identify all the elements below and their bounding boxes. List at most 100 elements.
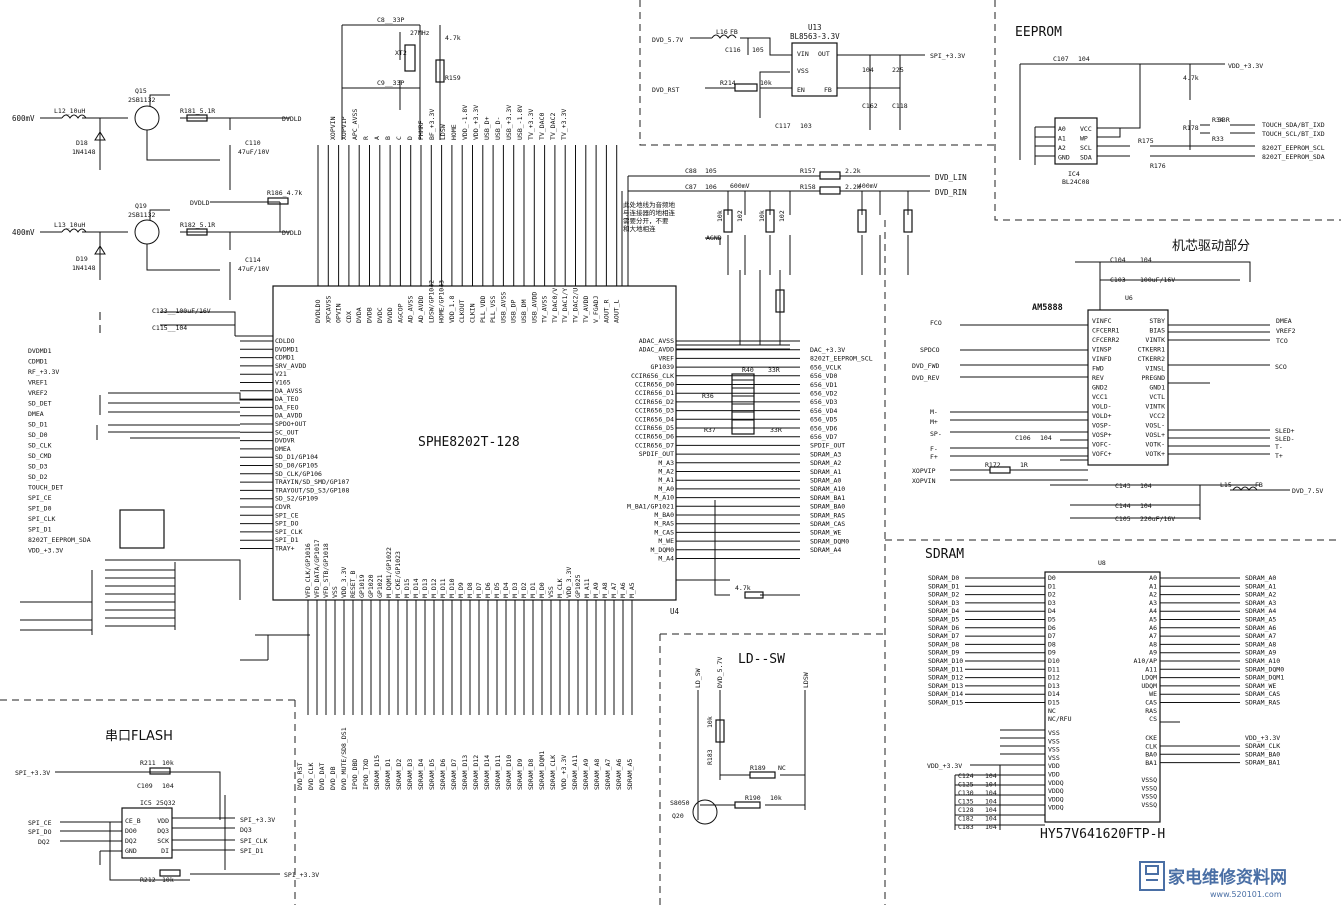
u8-right-pin: CS: [1149, 715, 1157, 723]
dvd-rin: DVD_RIN: [935, 188, 967, 197]
flash-net: SPI_+3.3V: [284, 871, 319, 879]
sdram-cap-value: 104: [985, 789, 997, 797]
chip-left-pin: SPI_CE: [275, 511, 299, 519]
u6-right-pin: VOSL-: [1145, 422, 1165, 430]
chip-bottom-net: SDRAM_D4: [417, 759, 425, 790]
u8-left-pin: D2: [1048, 591, 1056, 599]
u8-left-pin: D5: [1048, 616, 1056, 624]
top-rail: TV_DAC2: [549, 113, 557, 140]
ic5-ref: IC5: [140, 799, 152, 807]
u8-right-pin: A3: [1149, 599, 1157, 607]
chip-left-pin: SD_D1/GP104: [275, 453, 318, 461]
r40-value: 33R: [768, 366, 780, 374]
u6-left-net: XOPVIN: [912, 477, 936, 485]
sdram-a-net: SDRAM_RAS: [1245, 699, 1280, 707]
chip-left-pin: DA_AVSS: [275, 387, 302, 395]
chip-right-pin: M_BA0: [654, 511, 674, 519]
chip-right-net: SDRAM_WE: [810, 529, 841, 537]
flash-part-label: R212: [140, 876, 156, 884]
top-rail: USB_-1.8V: [516, 105, 524, 140]
sdram-vdd: VDD_+3.3V: [927, 762, 962, 770]
flash-part-label: 10k: [162, 759, 174, 767]
sdram-cke-vdd: VDD_+3.3V: [1245, 734, 1280, 742]
chip-bottom-pin: M_A7: [610, 582, 618, 598]
u13-pin-en: EN: [797, 86, 805, 94]
top-rail: A: [373, 136, 381, 140]
chip-top-pin: DVDD: [386, 307, 394, 323]
r186-label: R186_4.7k: [267, 189, 302, 197]
chip-top-pin: AOUT_L: [613, 299, 621, 323]
u8-left-pin: D11: [1048, 665, 1060, 673]
r40-label: R40: [742, 366, 754, 374]
r159-value: 4.7k: [445, 34, 461, 42]
u8-right-pin: VSSQ: [1141, 784, 1157, 792]
left-input-net: SPI_CLK: [28, 515, 55, 523]
left-input-net: VREF1: [28, 379, 48, 387]
crystal-block: [341, 24, 445, 140]
u6-part-label: C106: [1015, 434, 1031, 442]
ldsw-net-b: DVD_5.7V: [716, 657, 724, 688]
note-line-2: 需要分开，不要: [623, 216, 669, 225]
u6-right-pin: CTKERR1: [1138, 346, 1165, 354]
u8-right-pin: CAS: [1145, 699, 1157, 707]
sdram-d-net: SDRAM_D6: [928, 624, 959, 632]
left-input-net: CDMD1: [28, 358, 48, 366]
sdram-ctl-net: SDRAM_BA1: [1245, 759, 1280, 767]
u8-right-pin: RAS: [1145, 707, 1157, 715]
chip-bottom-pin: M_D11: [439, 578, 447, 598]
chip-left-pin: TRAYOUT/SD_S3/GP108: [275, 486, 349, 494]
chip-top-pin: USB_AVDD: [530, 292, 538, 323]
sdram-a-net: SDRAM_DQM1: [1245, 674, 1284, 682]
chip-top-pin: TV_DAC0/V: [551, 288, 559, 323]
chip-bottom-net: SDRAM_A11: [571, 755, 579, 790]
chip-bottom-pin: M_D5: [493, 582, 501, 598]
ic4-right-pin: SCL: [1080, 144, 1092, 152]
c118-value: 225: [892, 66, 904, 74]
sdram-a-net: SDRAM_A3: [1245, 599, 1276, 607]
series-resistor-arrays: [676, 344, 800, 599]
r189-value: NC: [778, 764, 786, 772]
u6-right-pin: VINTK: [1145, 336, 1165, 344]
ic4-left-pin: A0: [1058, 125, 1066, 133]
u6-part-label: R172: [985, 461, 1001, 469]
top-rail: B: [384, 136, 392, 140]
r181-label: R181_5.1R: [180, 107, 215, 115]
chip-right-net: SDRAM_RAS: [810, 511, 845, 519]
audio-part-label: R157: [800, 167, 816, 175]
chip-bottom-pin: VDD_3.3V: [340, 567, 348, 598]
d19-label: D19: [76, 255, 88, 263]
sdram-cap-label: C128: [958, 806, 974, 814]
r190-label: R190: [745, 794, 761, 802]
u6-left-net: FCO: [930, 319, 942, 327]
u8-left-pin: D6: [1048, 624, 1056, 632]
left-input-net: SD_DET: [28, 400, 52, 408]
c116-label: C116: [725, 46, 741, 54]
chip-left-pin: V165: [275, 379, 291, 387]
u6-left-pin: GND2: [1092, 384, 1108, 392]
ic5-right-pin: DQ3: [157, 827, 169, 835]
flash-net: SPI_D1: [240, 847, 264, 855]
flash-title: 串口FLASH: [105, 729, 173, 744]
chip-top-pin: OPVIN: [335, 303, 343, 323]
chip-bottom-net: SDRAM_D9: [516, 759, 524, 790]
sdram-cap-label: C183: [958, 823, 974, 831]
u8-left-pin: VDDQ: [1048, 804, 1064, 812]
chip-right-net: SPDIF_OUT: [810, 442, 845, 450]
ic4-left-pin: A1: [1058, 135, 1066, 143]
top-rail: VDD_+3.3V: [472, 105, 480, 140]
top-rail: TV_+3.3V: [527, 109, 535, 140]
chip-right-net: 8202T_EEPROM_SCL: [810, 355, 873, 363]
ic5-left-pin: DO0: [125, 827, 137, 835]
u8-right-pin: A11: [1145, 665, 1157, 673]
chip-bottom-net: SDRAM_D1: [384, 759, 392, 790]
eeprom-scl: 8202T_EEPROM_SCL: [1262, 144, 1325, 152]
rf-3v3-c: DVDLD: [190, 199, 210, 207]
c110-value: 47uF/10V: [238, 148, 269, 156]
chip-right-pin: M_RAS: [654, 520, 674, 528]
chip-left-pin: TRAY+: [275, 545, 295, 553]
r159-label: R159: [445, 74, 461, 82]
c162-value: 104: [862, 66, 874, 74]
sdram-d-net: SDRAM_D9: [928, 649, 959, 657]
sdram-cap-label: C135: [958, 798, 974, 806]
r214-label: R214: [720, 79, 736, 87]
